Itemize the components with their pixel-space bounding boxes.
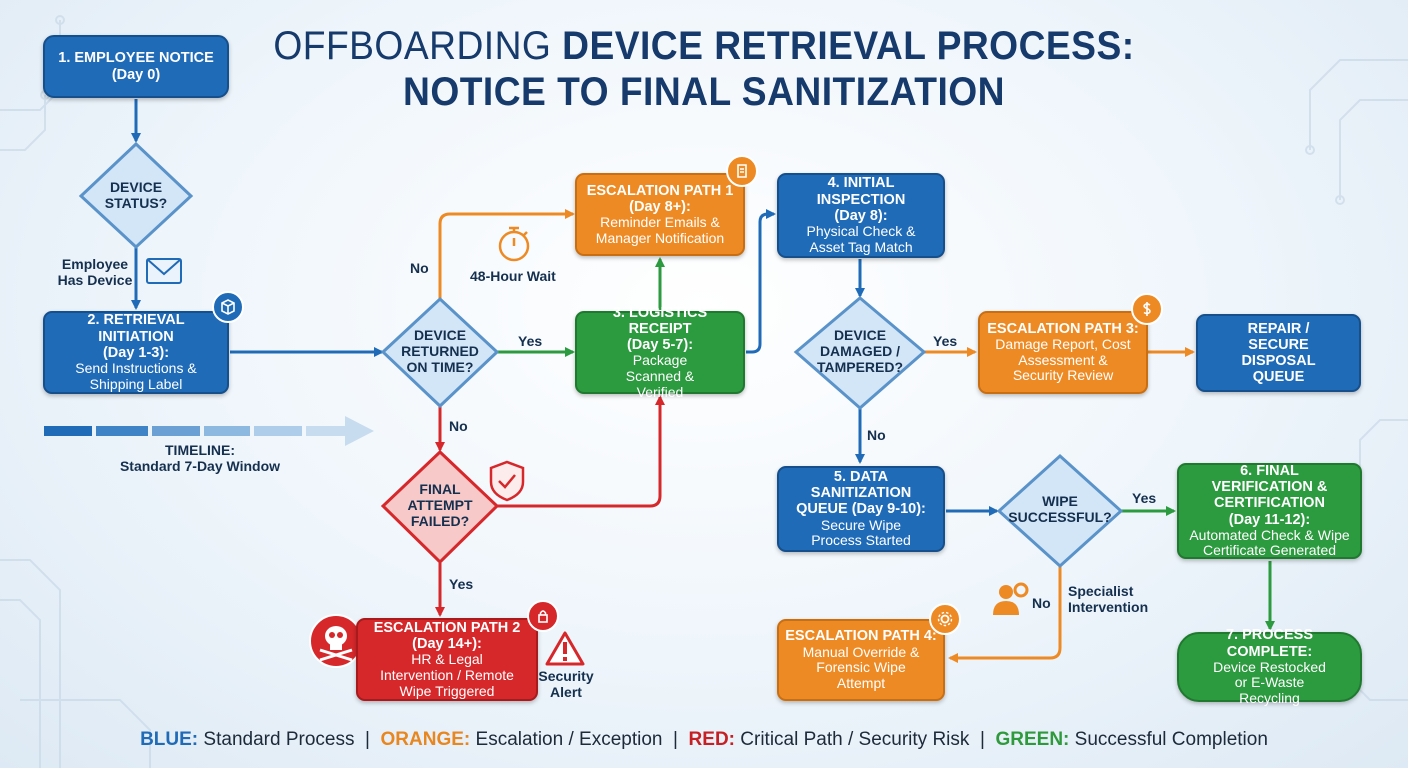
arrow-d2-esc1: [438, 209, 575, 300]
node-sanitization-title: 5. DATA SANITIZATION QUEUE (Day 9-10):: [796, 468, 926, 518]
node-esc2-sub: (Day 14+):: [412, 636, 482, 652]
node-esc2-title: ESCALATION PATH 2: [373, 619, 521, 636]
timeline-label: TIMELINE: Standard 7-Day Window: [110, 442, 290, 474]
decision-device-damaged-label: DEVICE DAMAGED / TAMPERED?: [816, 327, 904, 375]
lock-badge-icon: [527, 600, 559, 632]
page-title-line2: NOTICE TO FINAL SANITIZATION: [402, 70, 1006, 114]
node-esc1-sub: (Day 8+):: [629, 198, 691, 215]
node-employee-notice[interactable]: 1. EMPLOYEE NOTICE (Day 0): [43, 35, 229, 98]
decision-device-status-label: DEVICE STATUS?: [104, 179, 168, 211]
node-verification-body: Automated Check & Wipe Certificate Gener…: [1189, 526, 1350, 559]
node-escalation-path-3[interactable]: ESCALATION PATH 3: Damage Report, Cost A…: [978, 311, 1148, 394]
legend-sep-2: |: [673, 729, 678, 750]
person-gear-icon: [993, 582, 1029, 615]
legend-orange-key: ORANGE:: [380, 729, 471, 750]
decision-wipe-successful-label: WIPE SUCCESSFUL?: [1008, 493, 1112, 525]
node-escalation-path-1[interactable]: ESCALATION PATH 1 (Day 8+): Reminder Ema…: [575, 173, 745, 256]
dollar-badge-icon: [1131, 293, 1163, 325]
decision-device-returned: [380, 296, 500, 409]
node-escalation-path-2[interactable]: ESCALATION PATH 2 (Day 14+): HR & Legal …: [356, 618, 538, 701]
legend-red-key: RED:: [688, 729, 735, 750]
stopwatch-icon: [498, 226, 530, 262]
label-yes-damaged: Yes: [933, 333, 958, 349]
title-part1: OFFBOARDING: [273, 24, 552, 68]
node-esc3-title: ESCALATION PATH 3:: [987, 320, 1139, 337]
node-esc3-body: Damage Report, Cost Assessment & Securit…: [995, 336, 1131, 384]
node-esc4-body: Manual Override & Forensic Wipe Attempt: [802, 643, 920, 691]
envelope-icon: [146, 258, 182, 284]
timeline-title: TIMELINE:: [165, 442, 235, 458]
legend-blue-key: BLUE:: [140, 729, 199, 750]
legend-green-key: GREEN:: [995, 729, 1070, 750]
label-yes-wipe: Yes: [1132, 490, 1157, 506]
node-employee-notice-title: 1. EMPLOYEE NOTICE: [58, 50, 214, 67]
title-part2: DEVICE RETRIEVAL PROCESS:: [562, 24, 1135, 68]
node-logistics-receipt[interactable]: 3. LOGISTICS RECEIPT (Day 5-7): Package …: [575, 305, 745, 400]
legend-red-value: Critical Path / Security Risk: [740, 729, 970, 750]
label-no-wipe: No: [1032, 595, 1051, 611]
label-no-damaged: No: [867, 427, 886, 443]
node-retrieval-title: 2. RETRIEVAL INITIATION: [87, 312, 185, 345]
node-complete-body: Device Restocked or E-Waste Recycling: [1213, 658, 1326, 707]
label-specialist-intervention: Specialist Intervention: [1068, 583, 1149, 616]
gear-badge-icon: [929, 603, 961, 635]
node-repair-disposal[interactable]: REPAIR / SECURE DISPOSAL QUEUE: [1196, 314, 1361, 392]
node-repair-title: REPAIR / SECURE DISPOSAL QUEUE: [1241, 320, 1316, 386]
shield-check-icon: [489, 460, 525, 502]
legend-blue-value: Standard Process: [203, 729, 355, 750]
node-verification-title: 6. FINAL VERIFICATION & CERTIFICATION: [1211, 462, 1328, 512]
node-complete-title: 7. PROCESS COMPLETE:: [1225, 627, 1314, 660]
label-no-top: No: [410, 260, 429, 276]
node-final-verification[interactable]: 6. FINAL VERIFICATION & CERTIFICATION (D…: [1177, 463, 1362, 559]
arrow-d5-esc4: [948, 566, 1062, 663]
legend-green-value: Successful Completion: [1074, 729, 1268, 750]
document-badge-icon: [726, 155, 758, 187]
legend-orange-value: Escalation / Exception: [475, 729, 663, 750]
node-data-sanitization[interactable]: 5. DATA SANITIZATION QUEUE (Day 9-10): S…: [777, 466, 945, 552]
label-no-returned: No: [449, 418, 468, 434]
node-escalation-path-4[interactable]: ESCALATION PATH 4: Manual Override & For…: [777, 619, 945, 701]
node-esc1-body: Reminder Emails & Manager Notification: [595, 214, 725, 246]
label-48-hour-wait: 48-Hour Wait: [470, 268, 556, 284]
node-retrieval-body: Send Instructions & Shipping Label: [75, 360, 197, 392]
node-retrieval-sub: (Day 1-3):: [102, 344, 170, 361]
label-yes-final-attempt: Yes: [449, 576, 474, 592]
legend: BLUE: Standard Process | ORANGE: Escalat…: [0, 729, 1408, 751]
node-retrieval-initiation[interactable]: 2. RETRIEVAL INITIATION (Day 1-3): Send …: [43, 311, 229, 394]
label-security-alert: Security Alert: [538, 668, 594, 701]
node-sanitization-body: Secure Wipe Process Started: [811, 516, 911, 549]
node-esc2-body: HR & Legal Intervention / Remote Wipe Tr…: [380, 651, 514, 699]
legend-sep-1: |: [365, 729, 370, 750]
timeline-subtitle: Standard 7-Day Window: [119, 458, 281, 475]
page-title-line1: OFFBOARDING DEVICE RETRIEVAL PROCESS:: [49, 24, 1358, 69]
node-logistics-body: Package Scanned & Verified: [625, 352, 695, 400]
legend-sep-3: |: [979, 729, 985, 750]
timeline-bar: [44, 416, 374, 446]
skull-icon: [309, 614, 363, 668]
decision-device-damaged: [793, 296, 927, 410]
decision-final-attempt-label: FINAL ATTEMPT FAILED?: [407, 481, 473, 529]
node-inspection-body: Physical Check & Asset Tag Match: [806, 223, 916, 255]
label-yes-returned: Yes: [518, 333, 543, 349]
decision-wipe-successful: [996, 453, 1124, 569]
arrow-d3-n3: [497, 395, 665, 508]
node-inspection-sub: (Day 8):: [834, 207, 888, 224]
node-employee-notice-sub: (Day 0): [111, 66, 161, 83]
arrow-n3-n4: [746, 209, 776, 354]
node-logistics-sub: (Day 5-7):: [626, 337, 694, 354]
warning-icon: [545, 631, 585, 666]
node-inspection-title: 4. INITIAL INSPECTION: [816, 175, 906, 208]
decision-final-attempt: [380, 449, 500, 565]
decision-device-status: [78, 141, 194, 250]
node-esc1-title: ESCALATION PATH 1: [586, 182, 734, 199]
node-logistics-title: 3. LOGISTICS RECEIPT: [612, 304, 708, 337]
node-process-complete[interactable]: 7. PROCESS COMPLETE: Device Restocked or…: [1177, 627, 1362, 706]
label-employee-has-device: Employee Has Device: [57, 256, 133, 289]
node-verification-sub: (Day 11-12):: [1228, 511, 1311, 528]
node-initial-inspection[interactable]: 4. INITIAL INSPECTION (Day 8): Physical …: [777, 173, 945, 258]
box-icon: [212, 291, 244, 323]
decision-device-returned-label: DEVICE RETURNED ON TIME?: [401, 327, 479, 375]
node-esc4-title: ESCALATION PATH 4:: [785, 628, 937, 645]
